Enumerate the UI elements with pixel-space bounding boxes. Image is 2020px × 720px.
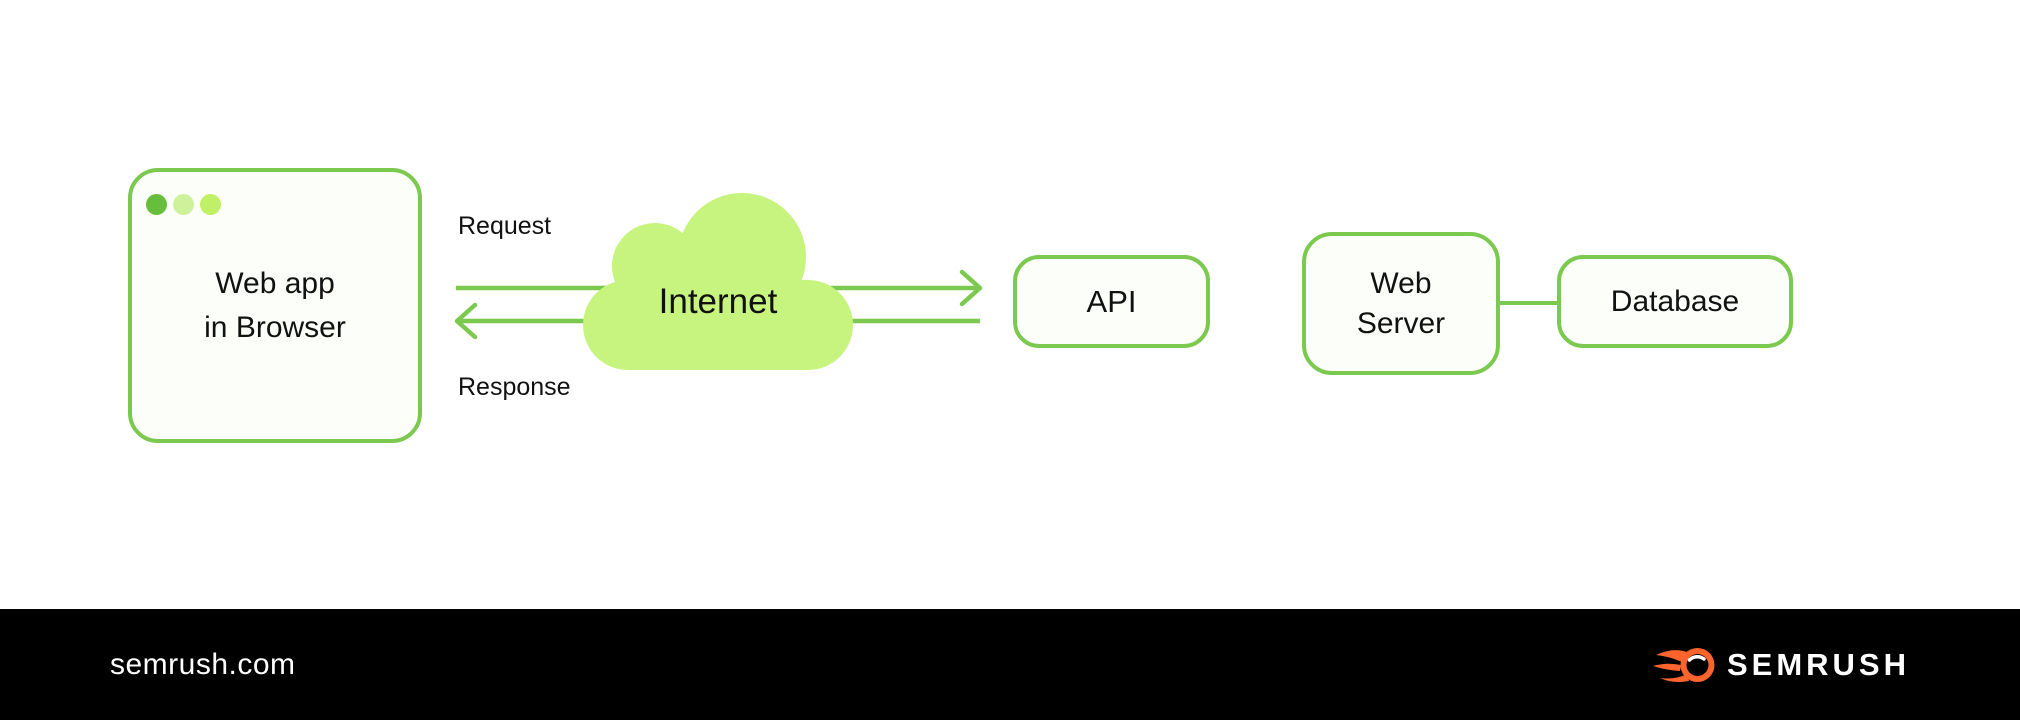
response-arrowhead-icon [454,302,478,340]
footer-bar: semrush.com SEMRUSH [0,609,2020,720]
internet-label: Internet [658,282,778,321]
server-database-connector-line [1497,301,1560,305]
browser-box-label: Web app in Browser [204,262,346,350]
window-traffic-dots [146,194,221,215]
site-url: semrush.com [110,647,296,681]
window-dot-icon [146,194,167,215]
window-dot-icon [200,194,221,215]
semrush-wordmark: SEMRUSH [1726,646,1910,682]
request-arrowhead-icon [959,269,983,307]
api-box: API [1013,255,1210,348]
internet-cloud-icon [583,193,853,370]
diagram-canvas: Web app in Browser Request Response Inte… [128,168,1793,443]
database-box-label: Database [1610,284,1740,318]
semrush-flame-icon [1652,647,1715,682]
api-box-label: API [1086,283,1137,319]
browser-box-label-line1: Web app [215,266,335,300]
browser-box-label-line2: in Browser [204,310,346,344]
web-server-label-line2: Server [1356,306,1446,340]
browser-window-box: Web app in Browser [128,168,422,443]
web-server-box: Web Server [1302,232,1500,375]
database-box: Database [1557,255,1793,348]
response-label: Response [458,373,571,401]
window-dot-icon [173,194,194,215]
request-label: Request [458,212,552,240]
web-server-label-line1: Web [1370,266,1432,300]
web-server-box-label: Web Server [1357,264,1445,344]
semrush-logo: SEMRUSH [1652,646,1910,684]
